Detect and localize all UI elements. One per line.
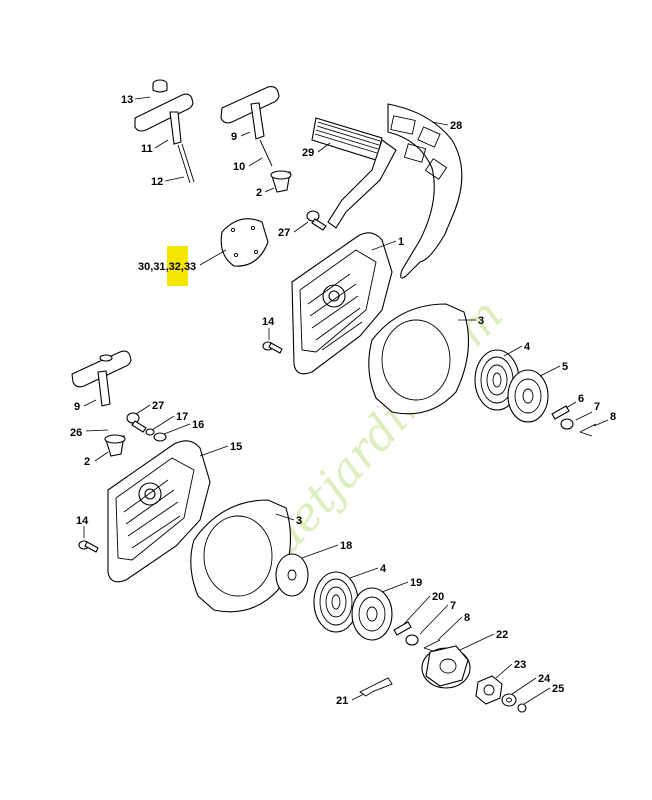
cover-disc (220, 218, 269, 267)
label-14-bottom: 14 (76, 515, 89, 527)
label-17: 17 (176, 411, 188, 423)
screw-top (306, 210, 327, 231)
highlight-32 (167, 246, 188, 286)
label-28: 28 (450, 120, 462, 132)
screw-14-top (262, 341, 283, 354)
starter-grip-b (220, 86, 280, 167)
hand-guard (327, 103, 463, 279)
label-29: 29 (302, 147, 314, 159)
label-15: 15 (230, 441, 242, 453)
rewind-spring-bottom (313, 571, 359, 633)
label-21: 21 (336, 695, 348, 707)
label-12: 12 (151, 176, 163, 188)
label-13: 13 (121, 94, 133, 106)
label-4-bottom: 4 (380, 563, 387, 575)
label-3-bottom: 3 (296, 515, 302, 527)
small-parts-bottom (393, 621, 441, 653)
starter-grip-c (71, 350, 132, 407)
fan-housing-bottom (107, 440, 211, 583)
label-26: 26 (70, 427, 82, 439)
label-5: 5 (562, 361, 568, 373)
leader-lines (83, 96, 609, 705)
label-1: 1 (398, 236, 404, 248)
label-7-top: 7 (594, 401, 600, 413)
washer-18 (275, 553, 309, 597)
label-8-bottom: 8 (464, 612, 470, 624)
rope-rotor-top (507, 369, 549, 423)
label-group-30-33: 30,31,32,33 (138, 261, 196, 273)
label-7-bottom: 7 (450, 600, 456, 612)
grommet-bottom (104, 434, 126, 457)
label-9-top: 9 (231, 131, 237, 143)
label-11: 11 (141, 143, 153, 155)
label-24: 24 (538, 673, 551, 685)
screw-washer-bottom (126, 412, 167, 442)
label-4-top: 4 (524, 341, 531, 353)
grommet-top (270, 170, 292, 193)
label-14-top: 14 (262, 316, 275, 328)
label-16: 16 (192, 419, 204, 431)
label-23: 23 (514, 659, 526, 671)
label-2-top: 2 (256, 187, 262, 199)
label-3-top: 3 (478, 315, 484, 327)
starter-grip-a (134, 79, 195, 184)
fan-housing-top (291, 232, 393, 375)
clip-21 (359, 677, 393, 697)
label-20: 20 (432, 591, 444, 603)
rope-rotor-bottom (351, 587, 393, 641)
label-6: 6 (578, 393, 584, 405)
label-8-top: 8 (610, 411, 616, 423)
label-27-top: 27 (278, 227, 290, 239)
carrier-22 (421, 645, 471, 689)
label-18: 18 (340, 540, 352, 552)
label-25: 25 (552, 683, 564, 695)
label-2-bottom: 2 (84, 456, 90, 468)
rope-guide-bottom (190, 499, 292, 613)
rope-guide-top (368, 303, 470, 415)
grille (311, 117, 383, 161)
label-19: 19 (410, 577, 422, 589)
label-9-bottom: 9 (74, 401, 80, 413)
label-27-bottom: 27 (152, 400, 164, 412)
label-10: 10 (233, 161, 245, 173)
small-parts-top (551, 405, 597, 437)
screw-14-bottom (78, 540, 99, 553)
label-22: 22 (496, 629, 508, 641)
nut-washer-group (475, 675, 527, 713)
